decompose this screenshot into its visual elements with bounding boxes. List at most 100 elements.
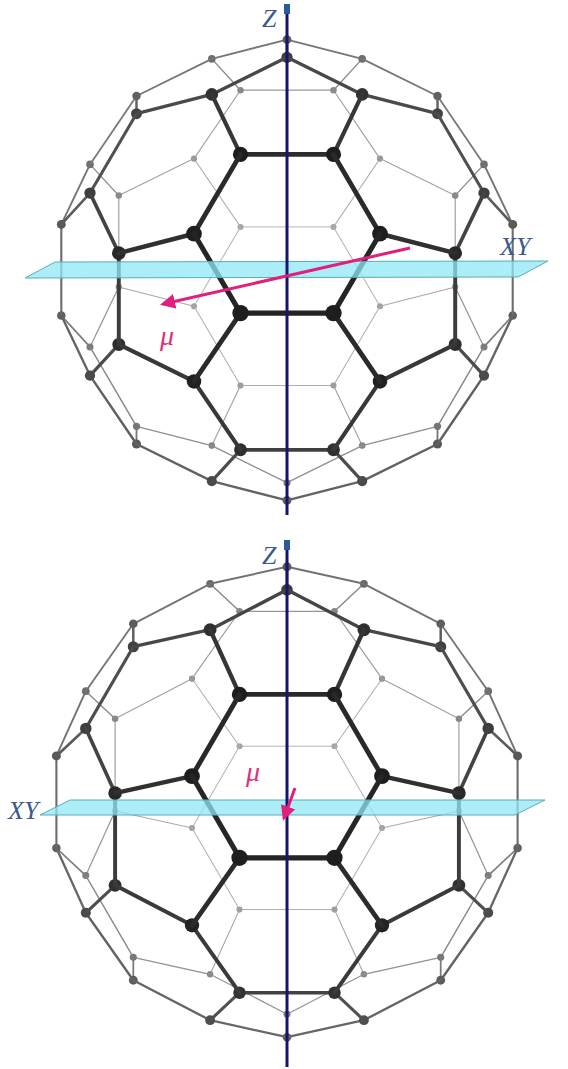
carbon-bond	[192, 694, 240, 776]
carbon-bond	[488, 728, 517, 756]
carbon-bond	[380, 234, 455, 253]
carbon-bond	[335, 694, 383, 776]
carbon-atom	[325, 305, 341, 321]
carbon-bond	[287, 590, 364, 630]
carbon-bond	[334, 90, 381, 158]
carbon-bond	[115, 679, 192, 719]
carbon-bond	[335, 925, 383, 992]
carbon-bond	[210, 630, 239, 695]
carbon-bond	[380, 344, 455, 381]
carbon-bond	[86, 728, 115, 793]
z-axis	[286, 4, 289, 515]
carbon-bond	[335, 858, 383, 926]
carbon-bond	[364, 980, 441, 1020]
carbon-bond	[441, 913, 489, 980]
carbon-bond	[133, 584, 210, 624]
carbon-bond	[56, 691, 85, 756]
carbon-bond	[455, 193, 484, 253]
carbon-bond	[459, 728, 488, 793]
vector-label: μ⃗	[160, 322, 196, 350]
carbon-bond	[364, 584, 441, 624]
carbon-bond	[90, 376, 137, 444]
carbon-bond	[334, 381, 381, 449]
carbon-bond	[61, 316, 90, 347]
carbon-bond	[334, 313, 381, 381]
carbon-bond	[455, 287, 484, 347]
carbon-bond	[137, 94, 212, 113]
carbon-bond	[119, 159, 194, 196]
carbon-bond	[86, 913, 134, 980]
carbon-bond	[335, 910, 364, 975]
carbon-bond	[488, 848, 517, 876]
carbon-bond	[287, 57, 362, 94]
carbon-bond	[441, 647, 489, 729]
carbon-bond	[212, 481, 287, 500]
carbon-bond	[137, 59, 212, 96]
carbon-bond	[334, 306, 381, 385]
carbon-bond	[192, 776, 240, 858]
carbon-bond	[115, 885, 192, 925]
carbon-bond	[61, 193, 90, 224]
dipole-vector	[284, 788, 295, 818]
carbon-bond	[61, 316, 90, 376]
carbon-bond	[364, 630, 441, 647]
carbon-bond	[212, 94, 241, 154]
carbon-bond	[362, 94, 437, 113]
carbon-bond	[210, 567, 287, 584]
carbon-bond	[210, 1020, 287, 1037]
carbon-bond	[210, 584, 239, 612]
carbon-bond	[194, 313, 241, 381]
carbon-bond	[194, 154, 241, 233]
carbon-bond	[194, 381, 241, 449]
carbon-bond	[137, 426, 212, 445]
carbon-bond	[90, 114, 137, 193]
carbon-bond	[210, 590, 287, 630]
vector-label: μ⃗	[246, 758, 282, 786]
carbon-bond	[362, 444, 437, 481]
carbon-bond	[119, 287, 194, 306]
carbon-bond	[287, 1020, 364, 1037]
axis-marker	[284, 540, 290, 550]
carbon-bond	[334, 94, 363, 154]
carbon-bond	[335, 776, 383, 858]
carbon-bond	[382, 679, 459, 719]
carbon-bond	[438, 114, 485, 193]
carbon-bond	[192, 925, 240, 992]
carbon-bond	[362, 426, 437, 445]
carbon-bond	[56, 848, 85, 913]
carbon-atom	[231, 850, 247, 866]
carbon-bond	[287, 481, 362, 500]
carbon-bond	[438, 376, 485, 444]
carbon-bond	[488, 848, 517, 913]
carbon-bond	[287, 567, 364, 584]
axis-label: Z	[262, 543, 276, 569]
carbon-bond	[212, 40, 287, 59]
carbon-bond	[90, 193, 119, 253]
carbon-bond	[380, 287, 455, 306]
carbon-bond	[133, 980, 210, 1020]
carbon-bond	[380, 159, 455, 196]
carbon-atom	[232, 305, 248, 321]
carbon-bond	[212, 57, 287, 94]
carbon-bond	[119, 234, 194, 253]
axis-label: Z	[262, 6, 276, 32]
carbon-bond	[484, 316, 513, 376]
carbon-bond	[56, 728, 85, 756]
carbon-bond	[484, 193, 513, 224]
carbon-bond	[86, 647, 134, 729]
plane-label: XY	[8, 798, 38, 824]
carbon-bond	[210, 910, 239, 975]
carbon-bond	[137, 444, 212, 481]
carbon-atom	[326, 850, 342, 866]
carbon-bond	[55, 756, 57, 848]
carbon-bond	[115, 776, 192, 793]
plane-label: XY	[500, 234, 530, 260]
carbon-bond	[382, 776, 459, 793]
carbon-bond	[56, 848, 85, 876]
carbon-bond	[192, 858, 240, 926]
carbon-bond	[287, 40, 362, 59]
dipole-vector	[163, 248, 410, 304]
carbon-bond	[133, 630, 210, 647]
carbon-bond	[194, 306, 241, 385]
